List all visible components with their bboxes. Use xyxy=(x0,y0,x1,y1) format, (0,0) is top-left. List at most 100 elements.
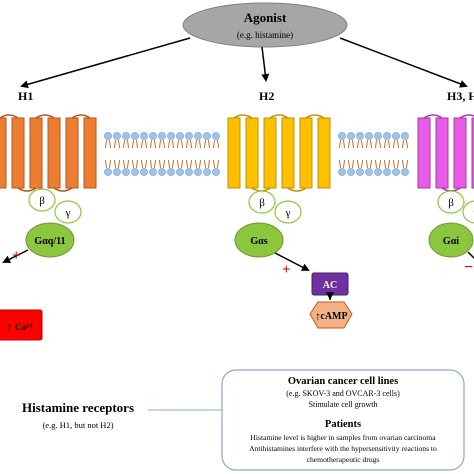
lipid-head xyxy=(185,168,193,176)
lipid-head xyxy=(149,132,157,140)
h2-loop xyxy=(233,114,253,119)
lipid-tail xyxy=(150,159,156,169)
receptor-h2-label: H2 xyxy=(259,89,274,103)
h2-helix xyxy=(299,117,313,189)
lipid-tail xyxy=(402,159,408,169)
agonist-node xyxy=(182,2,348,48)
lipid-tail xyxy=(348,159,354,169)
lipid-tail xyxy=(114,139,120,149)
lipid-head xyxy=(122,168,130,176)
lipid-tail xyxy=(339,139,345,149)
h1-plus-sign: + xyxy=(12,248,21,264)
lipid-head xyxy=(131,168,139,176)
lipid-head xyxy=(122,132,130,140)
lipid-tail xyxy=(159,139,165,149)
legend-subtitle: (e.g. H1, but not H2) xyxy=(42,420,113,430)
calcium-box xyxy=(0,309,43,341)
agonist-title: Agonist xyxy=(244,10,287,25)
lipid-head xyxy=(167,132,175,140)
lipid-head xyxy=(347,168,355,176)
h1-helix xyxy=(0,117,7,189)
lipid-tail xyxy=(141,139,147,149)
lipid-head xyxy=(365,168,373,176)
camp-hexagon xyxy=(309,301,353,329)
lipid-tail xyxy=(366,159,372,169)
lipid-head xyxy=(104,168,112,176)
patients-line-3: chemotherapeutic drugs xyxy=(307,455,380,464)
h1-loop xyxy=(17,187,37,192)
arrow-to-h2 xyxy=(261,46,270,82)
camp-arrow: ↑ xyxy=(315,309,321,323)
lipid-tail xyxy=(213,159,219,169)
h3h4-minus-sign: − xyxy=(464,259,473,276)
lipid-tail xyxy=(348,139,354,149)
h2-loop xyxy=(287,187,307,192)
lipid-tail xyxy=(357,159,363,169)
lipid-tail xyxy=(204,159,210,169)
lipid-tail xyxy=(159,159,165,169)
h3h4-helix xyxy=(417,117,431,189)
lipid-tail xyxy=(141,159,147,169)
lipid-tail xyxy=(402,139,408,149)
lipid-head xyxy=(212,132,220,140)
patients-line-1: Histamine level is higher in samples fro… xyxy=(250,433,436,442)
lipid-tail xyxy=(168,159,174,169)
camp-label: cAMP xyxy=(320,311,347,322)
h1-gamma-subunit xyxy=(54,200,82,224)
h2-signal-arrow xyxy=(274,252,310,271)
h2-helix xyxy=(281,117,295,189)
h3h4-beta-subunit xyxy=(437,190,465,214)
lipid-head xyxy=(401,132,409,140)
h2-plus-sign: + xyxy=(282,262,291,278)
lipid-head xyxy=(338,168,346,176)
h2-helix xyxy=(263,117,277,189)
lipid-head xyxy=(167,168,175,176)
lipid-head xyxy=(374,132,382,140)
lipid-head xyxy=(140,132,148,140)
h2-loop xyxy=(269,114,289,119)
h1-loop xyxy=(0,114,19,119)
lipid-tail xyxy=(375,139,381,149)
lipid-head xyxy=(176,132,184,140)
h3h4-loop xyxy=(459,114,474,119)
h2-helix xyxy=(317,117,331,189)
h1-beta-label: β xyxy=(39,195,45,207)
lipid-head xyxy=(374,168,382,176)
lipid-head xyxy=(158,132,166,140)
lipid-tail xyxy=(213,139,219,149)
h3h4-g-alpha-label: Gαi xyxy=(443,236,459,247)
h1-helix xyxy=(29,117,43,189)
h3h4-signal-arrow xyxy=(467,251,474,260)
lipid-tail xyxy=(195,139,201,149)
lipid-head xyxy=(158,168,166,176)
receptor-h1-helices xyxy=(0,114,97,192)
h2-g-alpha-subunit xyxy=(234,222,284,258)
lipid-head xyxy=(194,132,202,140)
lipid-head xyxy=(347,132,355,140)
h1-gamma-label: γ xyxy=(65,207,71,219)
cell-lines-effect: Stimulate cell growth xyxy=(309,400,378,409)
lipid-tail xyxy=(123,159,129,169)
h3h4-gamma-label: γ xyxy=(473,207,474,219)
calcium-label: Ca²⁺ xyxy=(15,322,34,332)
h2-gamma-subunit xyxy=(274,200,302,224)
lipid-tail xyxy=(123,139,129,149)
h1-g-alpha-subunit xyxy=(25,222,75,258)
lipid-tail xyxy=(168,139,174,149)
lipid-tail xyxy=(177,139,183,149)
receptor-h3h4-label: H3, H4 xyxy=(447,89,474,103)
lipid-head xyxy=(113,132,121,140)
h1-beta-subunit xyxy=(28,188,56,212)
lipid-head xyxy=(401,168,409,176)
lipid-tail xyxy=(132,159,138,169)
h1-helix xyxy=(47,117,61,189)
h2-beta-subunit xyxy=(248,190,276,214)
arrow-to-h1 xyxy=(20,37,191,89)
lipid-head xyxy=(356,168,364,176)
lipid-tail xyxy=(114,159,120,169)
lipid-tail xyxy=(177,159,183,169)
lipid-head xyxy=(383,168,391,176)
calcium-arrow: ↑ xyxy=(6,319,13,334)
receptor-h2-helices xyxy=(227,114,331,192)
lipid-head xyxy=(203,132,211,140)
